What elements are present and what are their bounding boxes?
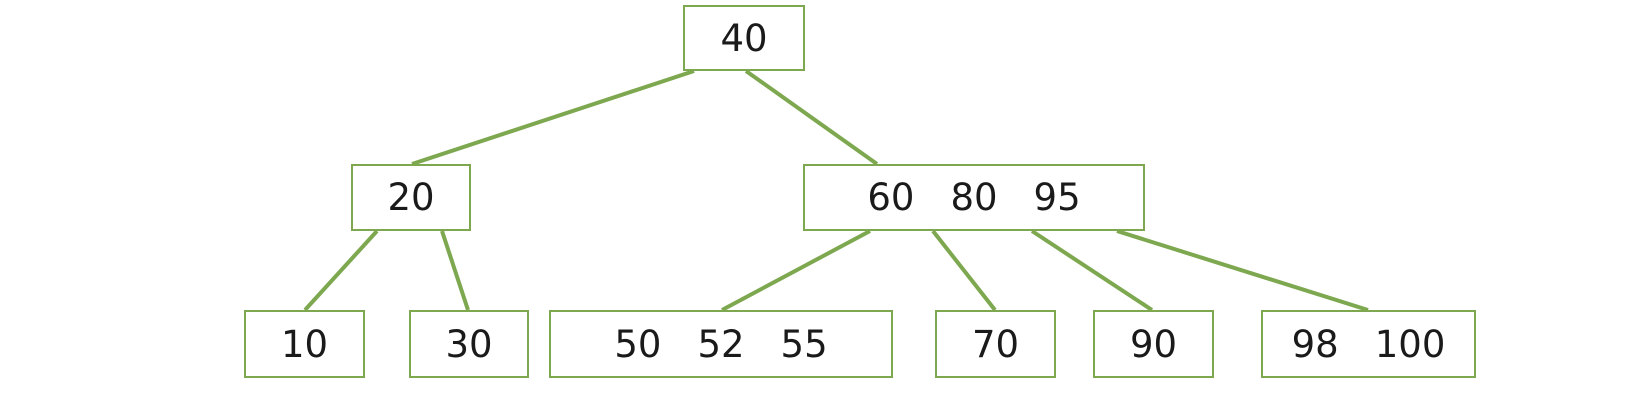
- btree-key: 30: [445, 322, 493, 366]
- btree-edge-root-to-internal-left: [411, 69, 695, 166]
- btree-key: 10: [280, 322, 329, 366]
- btree-key: 98: [1291, 322, 1339, 366]
- btree-edge-internal-right-to-leaf-50-52-55: [721, 229, 871, 312]
- btree-node-leaf-70[interactable]: 70: [935, 310, 1056, 378]
- btree-node-keys: 10: [281, 326, 328, 363]
- btree-edge-root-to-internal-right: [744, 69, 879, 166]
- btree-node-leaf-30[interactable]: 30: [409, 310, 529, 378]
- btree-key: 50: [614, 322, 662, 366]
- btree-node-internal-right[interactable]: 60 80 95: [803, 164, 1145, 231]
- btree-node-internal-left[interactable]: 20: [351, 164, 471, 231]
- btree-node-leaf-90[interactable]: 90: [1093, 310, 1214, 378]
- btree-edge-internal-right-to-leaf-70: [931, 229, 997, 312]
- btree-key: 20: [387, 176, 435, 219]
- btree-node-leaf-50-52-55[interactable]: 50 52 55: [549, 310, 893, 378]
- btree-key: 100: [1374, 322, 1446, 366]
- btree-node-keys: 20: [387, 179, 434, 216]
- btree-node-keys: 60 80 95: [867, 179, 1080, 216]
- btree-key: 60: [867, 176, 915, 219]
- btree-node-leaf-10[interactable]: 10: [244, 310, 365, 378]
- btree-edge-internal-right-to-leaf-90: [1030, 229, 1154, 312]
- btree-node-root[interactable]: 40: [683, 5, 805, 71]
- btree-key: 90: [1129, 322, 1178, 366]
- btree-key: 95: [1033, 176, 1081, 219]
- btree-key: 55: [780, 322, 828, 366]
- btree-node-keys: 30: [445, 326, 492, 363]
- btree-edge-internal-left-to-leaf-10: [303, 229, 379, 312]
- btree-node-keys: 40: [720, 20, 767, 57]
- btree-node-leaf-98-100[interactable]: 98 100: [1261, 310, 1476, 378]
- btree-key: 80: [950, 176, 998, 219]
- btree-edge-internal-right-to-leaf-98-100: [1116, 229, 1369, 312]
- btree-edge-internal-left-to-leaf-30: [440, 230, 470, 311]
- btree-key: 70: [971, 322, 1020, 366]
- btree-key: 40: [720, 16, 768, 60]
- btree-node-keys: 70: [972, 326, 1019, 363]
- btree-key: 52: [697, 322, 745, 366]
- btree-node-keys: 90: [1130, 326, 1177, 363]
